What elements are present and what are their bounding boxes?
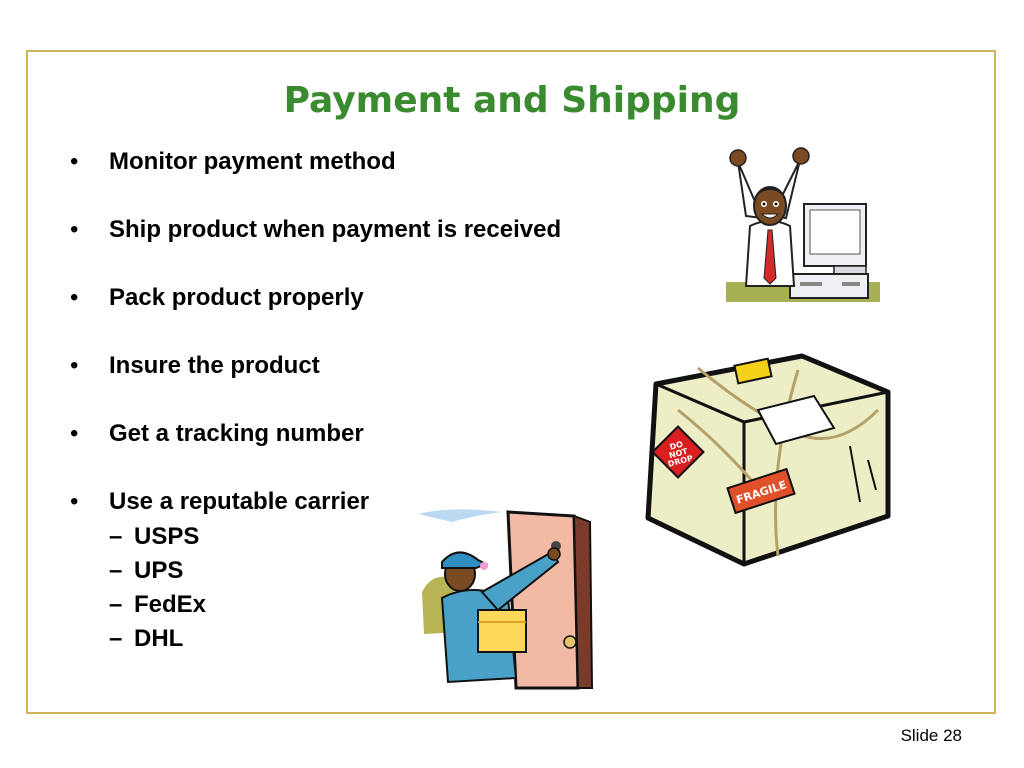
carrier-item: USPS	[109, 520, 206, 554]
bullet-item: Insure the product	[70, 349, 561, 383]
bullet-item: Use a reputable carrier	[70, 485, 561, 519]
bullet-list: Monitor payment method Ship product when…	[70, 145, 561, 519]
fragile-package-illustration: DO NOT DROP FRAGILE	[645, 353, 891, 567]
man-at-computer-illustration	[726, 147, 880, 302]
bullet-item: Ship product when payment is received	[70, 213, 561, 247]
slide-number: Slide 28	[900, 726, 962, 745]
bullet-item: Get a tracking number	[70, 417, 561, 451]
carrier-list: USPS UPS FedEx DHL	[109, 520, 206, 656]
bullet-item: Monitor payment method	[70, 145, 561, 179]
svg-text:DO: DO	[669, 440, 685, 452]
bullet-item: Pack product properly	[70, 281, 561, 315]
carrier-item: FedEx	[109, 588, 206, 622]
delivery-person-illustration	[418, 509, 594, 690]
carrier-item: UPS	[109, 554, 206, 588]
slide-frame	[26, 50, 996, 714]
slide-title: Payment and Shipping	[283, 80, 741, 121]
carrier-item: DHL	[109, 622, 206, 656]
